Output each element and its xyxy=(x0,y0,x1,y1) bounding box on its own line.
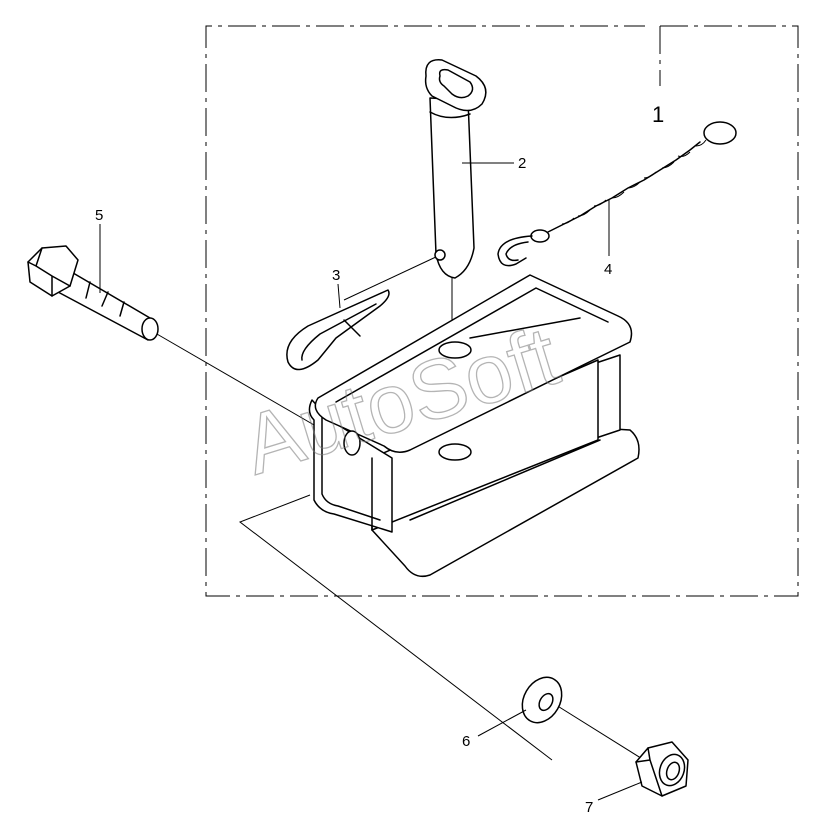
hex-nut xyxy=(635,741,689,797)
hex-bolt xyxy=(27,245,159,341)
callout-kit: 1 xyxy=(652,102,664,127)
hitch-bracket xyxy=(308,274,640,578)
washer xyxy=(521,676,563,724)
chain-and-ring xyxy=(497,121,737,267)
callout-pin: 2 xyxy=(518,155,526,172)
r-clip xyxy=(286,289,390,371)
hitch-pin xyxy=(424,59,487,279)
label-leaders xyxy=(99,162,643,801)
callout-clip: 3 xyxy=(332,267,340,284)
kit-boundary xyxy=(205,25,799,597)
callout-nut: 7 xyxy=(585,799,593,816)
callout-bolt: 5 xyxy=(95,207,103,224)
callout-washer: 6 xyxy=(462,733,470,750)
callout-chain: 4 xyxy=(604,261,612,278)
